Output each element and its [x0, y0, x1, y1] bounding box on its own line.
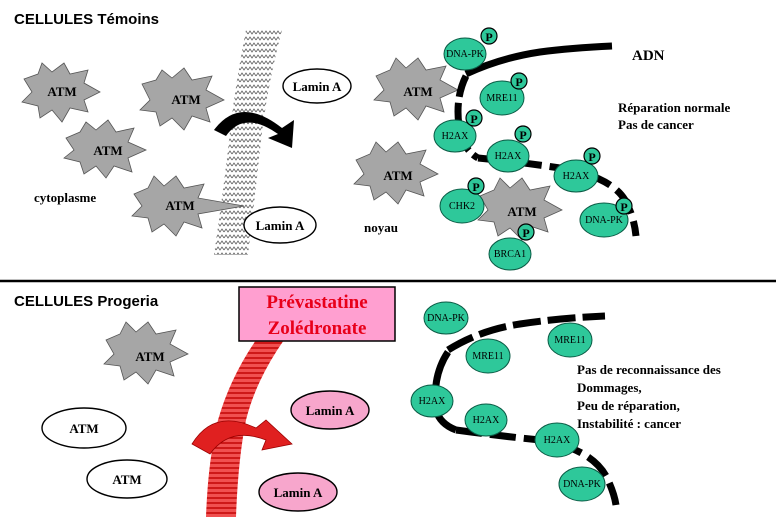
- atm-star-3: ATM: [63, 119, 147, 179]
- atm-oval-1: ATM: [41, 407, 127, 449]
- lamin-a-label: Lamin A: [256, 218, 305, 233]
- atm-label: ATM: [403, 84, 432, 99]
- protein-dna-pk-bottom-2: DNA-PK: [558, 466, 606, 502]
- drug-name-1: Prévastatine: [266, 292, 367, 313]
- protein-dna-pk-bottom: DNA-PK: [423, 301, 469, 335]
- atm-star-7: ATM: [477, 177, 563, 241]
- atm-star-6: ATM: [353, 141, 439, 205]
- drug-box: Prévastatine Zolédronate: [238, 286, 396, 342]
- protein-label: DNA-PK: [446, 49, 485, 60]
- atm-star-5: ATM: [373, 57, 459, 121]
- red-curved-arrow: [191, 419, 293, 455]
- nuclear-lamina-band: [214, 30, 282, 255]
- phospho-marker: [517, 223, 535, 241]
- protein-label: BRCA1: [494, 249, 526, 260]
- protein-label: DNA-PK: [563, 479, 602, 490]
- protein-h2ax-2: H2AX P: [486, 125, 532, 173]
- phospho-marker: [583, 147, 601, 165]
- atm-label: ATM: [383, 168, 412, 183]
- drug-name-2: Zolédronate: [268, 318, 367, 339]
- protein-brca1: BRCA1 P: [488, 223, 535, 271]
- cytoplasm-label: cytoplasme: [34, 190, 96, 205]
- outcome-note-line-1: Réparation normale: [618, 100, 731, 115]
- protein-h2ax-bottom-2: H2AX: [464, 403, 508, 437]
- phospho-label: P: [620, 200, 627, 214]
- protein-h2ax-bottom-3: H2AX: [534, 422, 580, 458]
- atm-label: ATM: [93, 143, 122, 158]
- protein-label: MRE11: [486, 93, 517, 104]
- protein-label: H2AX: [442, 131, 469, 142]
- outcome-note-line-4: Instabilité : cancer: [577, 416, 681, 431]
- outcome-note-line-1: Pas de reconnaissance des: [577, 362, 721, 377]
- protein-label: DNA-PK: [427, 313, 466, 324]
- nucleus-label: noyau: [364, 220, 398, 235]
- protein-label: MRE11: [554, 335, 585, 346]
- protein-h2ax-3: H2AX P: [553, 147, 601, 193]
- phospho-marker: [467, 177, 485, 195]
- atm-star-1: ATM: [21, 62, 101, 123]
- black-curved-arrow: [214, 111, 294, 148]
- bottom-panel-title: CELLULES Progeria: [14, 293, 159, 310]
- phospho-label: P: [522, 226, 529, 240]
- atm-star-bottom: ATM: [103, 321, 189, 385]
- protein-label: H2AX: [495, 151, 522, 162]
- protein-chk2: CHK2 P: [439, 177, 485, 224]
- phospho-label: P: [472, 180, 479, 194]
- atm-label: ATM: [171, 92, 200, 107]
- protein-label: H2AX: [419, 396, 446, 407]
- outcome-note-line-2: Pas de cancer: [618, 117, 694, 132]
- protein-mre11: MRE11 P: [479, 72, 528, 116]
- lamin-a-oval-2: Lamin A: [243, 206, 317, 244]
- protein-label: CHK2: [449, 201, 475, 212]
- atm-oval-2: ATM: [86, 459, 168, 499]
- top-panel-title: CELLULES Témoins: [14, 11, 159, 28]
- atm-star-2: ATM: [139, 67, 225, 131]
- outcome-note-line-2: Dommages,: [577, 380, 642, 395]
- phospho-marker: [465, 109, 483, 127]
- atm-label: ATM: [135, 349, 164, 364]
- atm-star-4: ATM: [131, 175, 245, 237]
- lamin-a-label: Lamin A: [274, 485, 323, 500]
- dna-strand-upper: [464, 42, 613, 78]
- protein-dna-pk-2: DNA-PK P: [579, 197, 633, 238]
- phospho-label: P: [515, 75, 522, 89]
- lamin-a-label: Lamin A: [306, 403, 355, 418]
- protein-label: MRE11: [472, 351, 503, 362]
- outcome-note-line-3: Peu de réparation,: [577, 398, 680, 413]
- protein-h2ax-1: H2AX P: [433, 109, 483, 153]
- phospho-marker: [514, 125, 532, 143]
- atm-label: ATM: [165, 198, 194, 213]
- lamin-a-label: Lamin A: [293, 79, 342, 94]
- atm-label: ATM: [507, 204, 536, 219]
- phospho-marker: [615, 197, 633, 215]
- lamin-a-pink-1: Lamin A: [290, 390, 370, 430]
- atm-label: ATM: [47, 84, 76, 99]
- phospho-label: P: [485, 30, 492, 44]
- phospho-label: P: [588, 150, 595, 164]
- protein-dna-pk: DNA-PK P: [443, 27, 498, 71]
- dna-label: ADN: [632, 48, 665, 64]
- protein-label: H2AX: [473, 415, 500, 426]
- phospho-label: P: [519, 128, 526, 142]
- protein-mre11-bottom-1: MRE11: [465, 338, 511, 374]
- protein-label: DNA-PK: [585, 215, 624, 226]
- phospho-label: P: [470, 112, 477, 126]
- protein-h2ax-bottom-1: H2AX: [410, 384, 454, 418]
- lamin-a-oval-1: Lamin A: [282, 68, 352, 104]
- phospho-marker: [480, 27, 498, 45]
- phospho-marker: [510, 72, 528, 90]
- protein-label: H2AX: [544, 435, 571, 446]
- atm-label: ATM: [112, 472, 141, 487]
- atm-label: ATM: [69, 421, 98, 436]
- red-lamina-band: [206, 340, 284, 517]
- protein-label: H2AX: [563, 171, 590, 182]
- lamin-a-pink-2: Lamin A: [258, 472, 338, 512]
- protein-mre11-bottom-2: MRE11: [547, 322, 593, 358]
- dna-strand-bottom-upper: [446, 312, 606, 353]
